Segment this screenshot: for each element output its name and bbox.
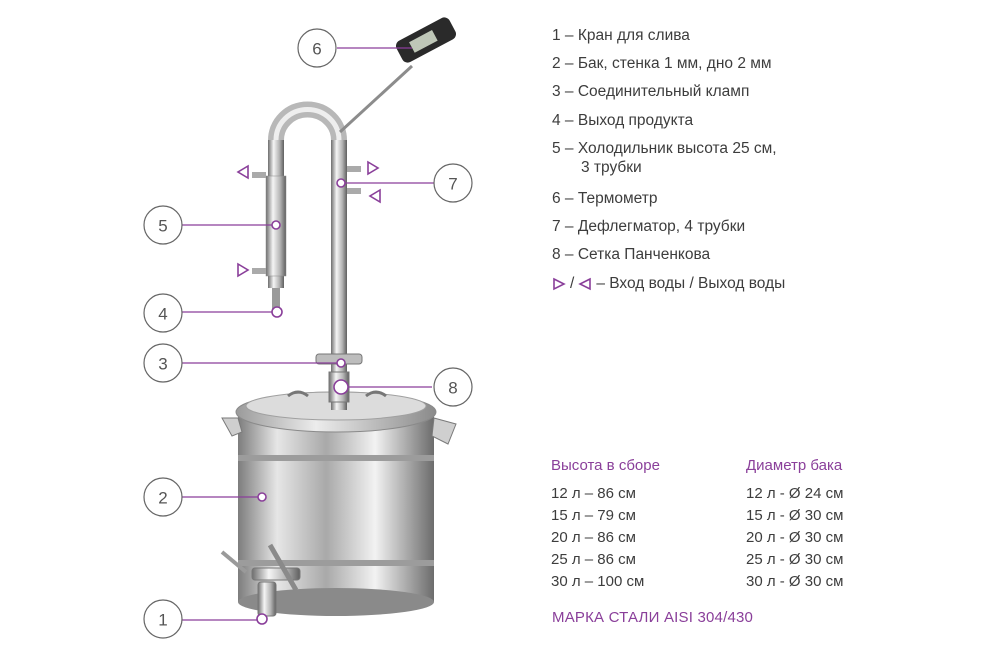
height-row: 12 л – 86 см (551, 485, 636, 502)
legend-item-4: 4 – Выход продукта (552, 111, 694, 129)
diameter-table: Диаметр бака 12 л - Ø 24 см 15 л - Ø 30 … (746, 455, 843, 593)
callout-numbers: 6 7 5 4 3 8 2 1 (158, 40, 457, 630)
height-row: 20 л – 86 см (551, 529, 636, 546)
callout-6-number: 6 (312, 40, 321, 59)
drain-valve (220, 543, 301, 617)
column-pipe (252, 101, 363, 410)
legend-item-6: 6 – Термометр (552, 190, 658, 208)
callout-1-circle (143, 599, 183, 639)
callout-7-circle (433, 163, 473, 203)
leader-lines (182, 47, 472, 621)
water-out-arrow-icon (368, 188, 381, 204)
water-in-arrow-icon (367, 160, 380, 176)
callout-1-number: 1 (158, 611, 167, 630)
height-row: 15 л – 79 см (551, 507, 636, 524)
callout-5-circle (143, 205, 183, 245)
callout-circles (143, 28, 473, 639)
callout-8-circle (433, 367, 473, 407)
legend-water-slash: / (570, 274, 575, 292)
legend-water: / – Вход воды / Выход воды (552, 270, 785, 298)
callout-2-circle (143, 477, 183, 517)
callout-8-number: 8 (448, 379, 457, 398)
leader-dots (256, 178, 349, 625)
height-table: Высота в сборе 12 л – 86 см 15 л – 79 см… (551, 455, 660, 593)
diameter-row: 20 л - Ø 30 см (746, 529, 844, 546)
legend-item-1: 1 – Кран для слива (552, 27, 690, 44)
diameter-row: 30 л - Ø 30 см (746, 573, 844, 590)
height-row: 30 л – 100 см (551, 573, 645, 590)
height-table-header: Высота в сборе (551, 457, 660, 474)
diameter-row: 15 л - Ø 30 см (746, 507, 844, 524)
water-out-arrow-icon (236, 164, 249, 180)
diameter-table-header: Диаметр бака (746, 457, 843, 474)
callout-3-circle (143, 343, 183, 383)
legend-item-3: 3 – Соединительный кламп (552, 83, 750, 101)
callout-4-circle (143, 293, 183, 333)
legend-item-7: 7 – Дефлегматор, 4 трубки (552, 218, 746, 236)
callout-4-number: 4 (158, 305, 167, 324)
legend-item-8: 8 – Сетка Панченкова (552, 246, 711, 264)
callout-2-number: 2 (158, 489, 167, 508)
water-in-arrow-icon (553, 277, 566, 291)
diameter-row: 12 л - Ø 24 см (746, 485, 844, 502)
callout-7-number: 7 (448, 175, 457, 194)
water-in-arrow-icon (237, 262, 250, 278)
callout-3-number: 3 (158, 355, 167, 374)
tank (221, 390, 457, 616)
height-row: 25 л – 86 см (551, 551, 636, 568)
thermometer (338, 17, 457, 134)
legend-item-5: 5 – Холодильник высота 25 см, (552, 139, 777, 157)
water-out-arrow-icon (578, 277, 592, 291)
distiller-diagram: 6 7 5 4 3 8 2 1 (143, 17, 473, 639)
legend-water-text: – Вход воды / Выход воды (596, 274, 786, 292)
diameter-row: 25 л - Ø 30 см (746, 551, 844, 568)
water-arrows (236, 160, 381, 278)
legend-item-5-line2: 3 трубки (581, 159, 642, 177)
steel-grade: МАРКА СТАЛИ AISI 304/430 (552, 609, 754, 626)
callout-5-number: 5 (158, 217, 167, 236)
parts-legend: 1 – Кран для слива 2 – Бак, стенка 1 мм,… (552, 22, 785, 298)
callout-6-circle (297, 28, 337, 68)
legend-item-2: 2 – Бак, стенка 1 мм, дно 2 мм (552, 55, 772, 73)
